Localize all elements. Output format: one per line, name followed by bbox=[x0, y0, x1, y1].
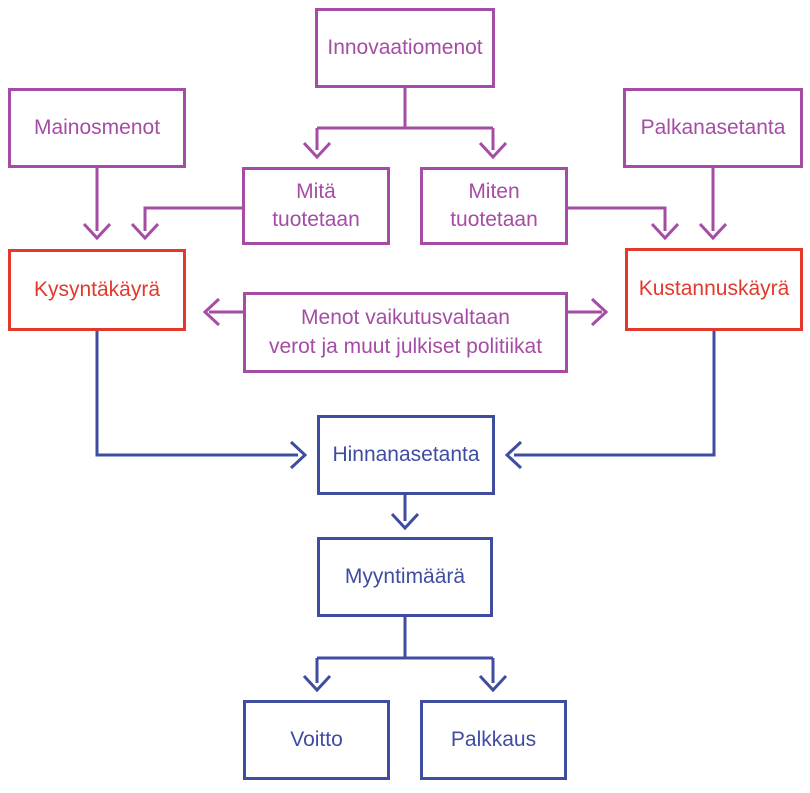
arrowhead-down-icon bbox=[650, 222, 680, 241]
node-kysyntakayra: Kysyntäkäyrä bbox=[8, 249, 186, 331]
connector-line bbox=[315, 617, 495, 683]
arrowhead-down-icon bbox=[478, 674, 508, 693]
connector-menot-kysyntakayra bbox=[202, 297, 243, 327]
connector-kustannuskayra-hinnanasetanta bbox=[504, 331, 716, 470]
node-label-line1: Menot vaikutusvaltaan bbox=[301, 306, 510, 330]
connector-line bbox=[568, 206, 667, 231]
connector-hinnanasetanta-myyntimaara bbox=[390, 495, 420, 531]
arrowhead-down-icon bbox=[302, 141, 332, 160]
arrowhead-down-icon bbox=[302, 674, 332, 693]
node-myyntimaara: Myyntimäärä bbox=[317, 537, 493, 617]
connector-mainosmenot-kysyntakayra bbox=[82, 168, 112, 241]
node-label-line2: tuotetaan bbox=[272, 208, 360, 231]
connector-line bbox=[315, 88, 495, 150]
node-menot-vaikutusvaltaan: Menot vaikutusvaltaan verot ja muut julk… bbox=[243, 292, 568, 373]
arrowhead-left-icon bbox=[504, 440, 523, 470]
connector-miten-kustannuskayra bbox=[568, 206, 680, 241]
connector-innovaatiomenot-split bbox=[302, 88, 508, 160]
node-kustannuskayra: Kustannuskäyrä bbox=[625, 248, 803, 331]
connector-kysyntakayra-hinnanasetanta bbox=[95, 331, 308, 470]
arrowhead-right-icon bbox=[289, 440, 308, 470]
node-innovaatiomenot: Innovaatiomenot bbox=[315, 8, 495, 88]
connector-line bbox=[95, 331, 298, 457]
node-label: Kustannuskäyrä bbox=[638, 277, 790, 301]
connector-myyntimaara-split bbox=[302, 617, 508, 693]
node-voitto: Voitto bbox=[243, 700, 390, 780]
node-miten-tuotetaan: Miten tuotetaan bbox=[420, 167, 568, 245]
node-hinnanasetanta: Hinnanasetanta bbox=[317, 415, 495, 495]
node-label-line2: verot ja muut julkiset politiikat bbox=[268, 334, 543, 358]
node-label: Myyntimäärä bbox=[344, 564, 466, 588]
arrowhead-right-icon bbox=[590, 297, 609, 327]
arrowhead-left-icon bbox=[202, 297, 221, 327]
connector-line bbox=[514, 331, 716, 457]
node-label: Innovaatiomenot bbox=[327, 35, 483, 59]
node-label: Palkkaus bbox=[450, 727, 537, 751]
node-label-line1: Mitä bbox=[296, 179, 336, 203]
connector-palkanasetanta-kustannuskayra bbox=[698, 168, 728, 241]
arrowhead-down-icon bbox=[82, 222, 112, 241]
arrowhead-down-icon bbox=[478, 141, 508, 160]
node-palkanasetanta: Palkanasetanta bbox=[623, 88, 803, 168]
node-label: Voitto bbox=[290, 727, 343, 751]
connector-menot-kustannuskayra bbox=[568, 297, 609, 327]
arrowhead-down-icon bbox=[130, 222, 160, 241]
connector-line bbox=[143, 206, 242, 231]
node-label-line1: Miten bbox=[468, 179, 520, 203]
connector-mita-kysyntakayra bbox=[130, 206, 242, 241]
node-label: Palkanasetanta bbox=[640, 115, 786, 139]
arrowhead-down-icon bbox=[390, 512, 420, 531]
node-palkkaus: Palkkaus bbox=[420, 700, 567, 780]
node-label: Kysyntäkäyrä bbox=[33, 277, 161, 301]
node-label: Hinnanasetanta bbox=[332, 442, 480, 466]
node-mainosmenot: Mainosmenot bbox=[8, 88, 186, 168]
node-label: Mainosmenot bbox=[33, 115, 161, 139]
node-label-line2: tuotetaan bbox=[450, 208, 538, 231]
node-mita-tuotetaan: Mitä tuotetaan bbox=[242, 167, 390, 245]
arrowhead-down-icon bbox=[698, 222, 728, 241]
